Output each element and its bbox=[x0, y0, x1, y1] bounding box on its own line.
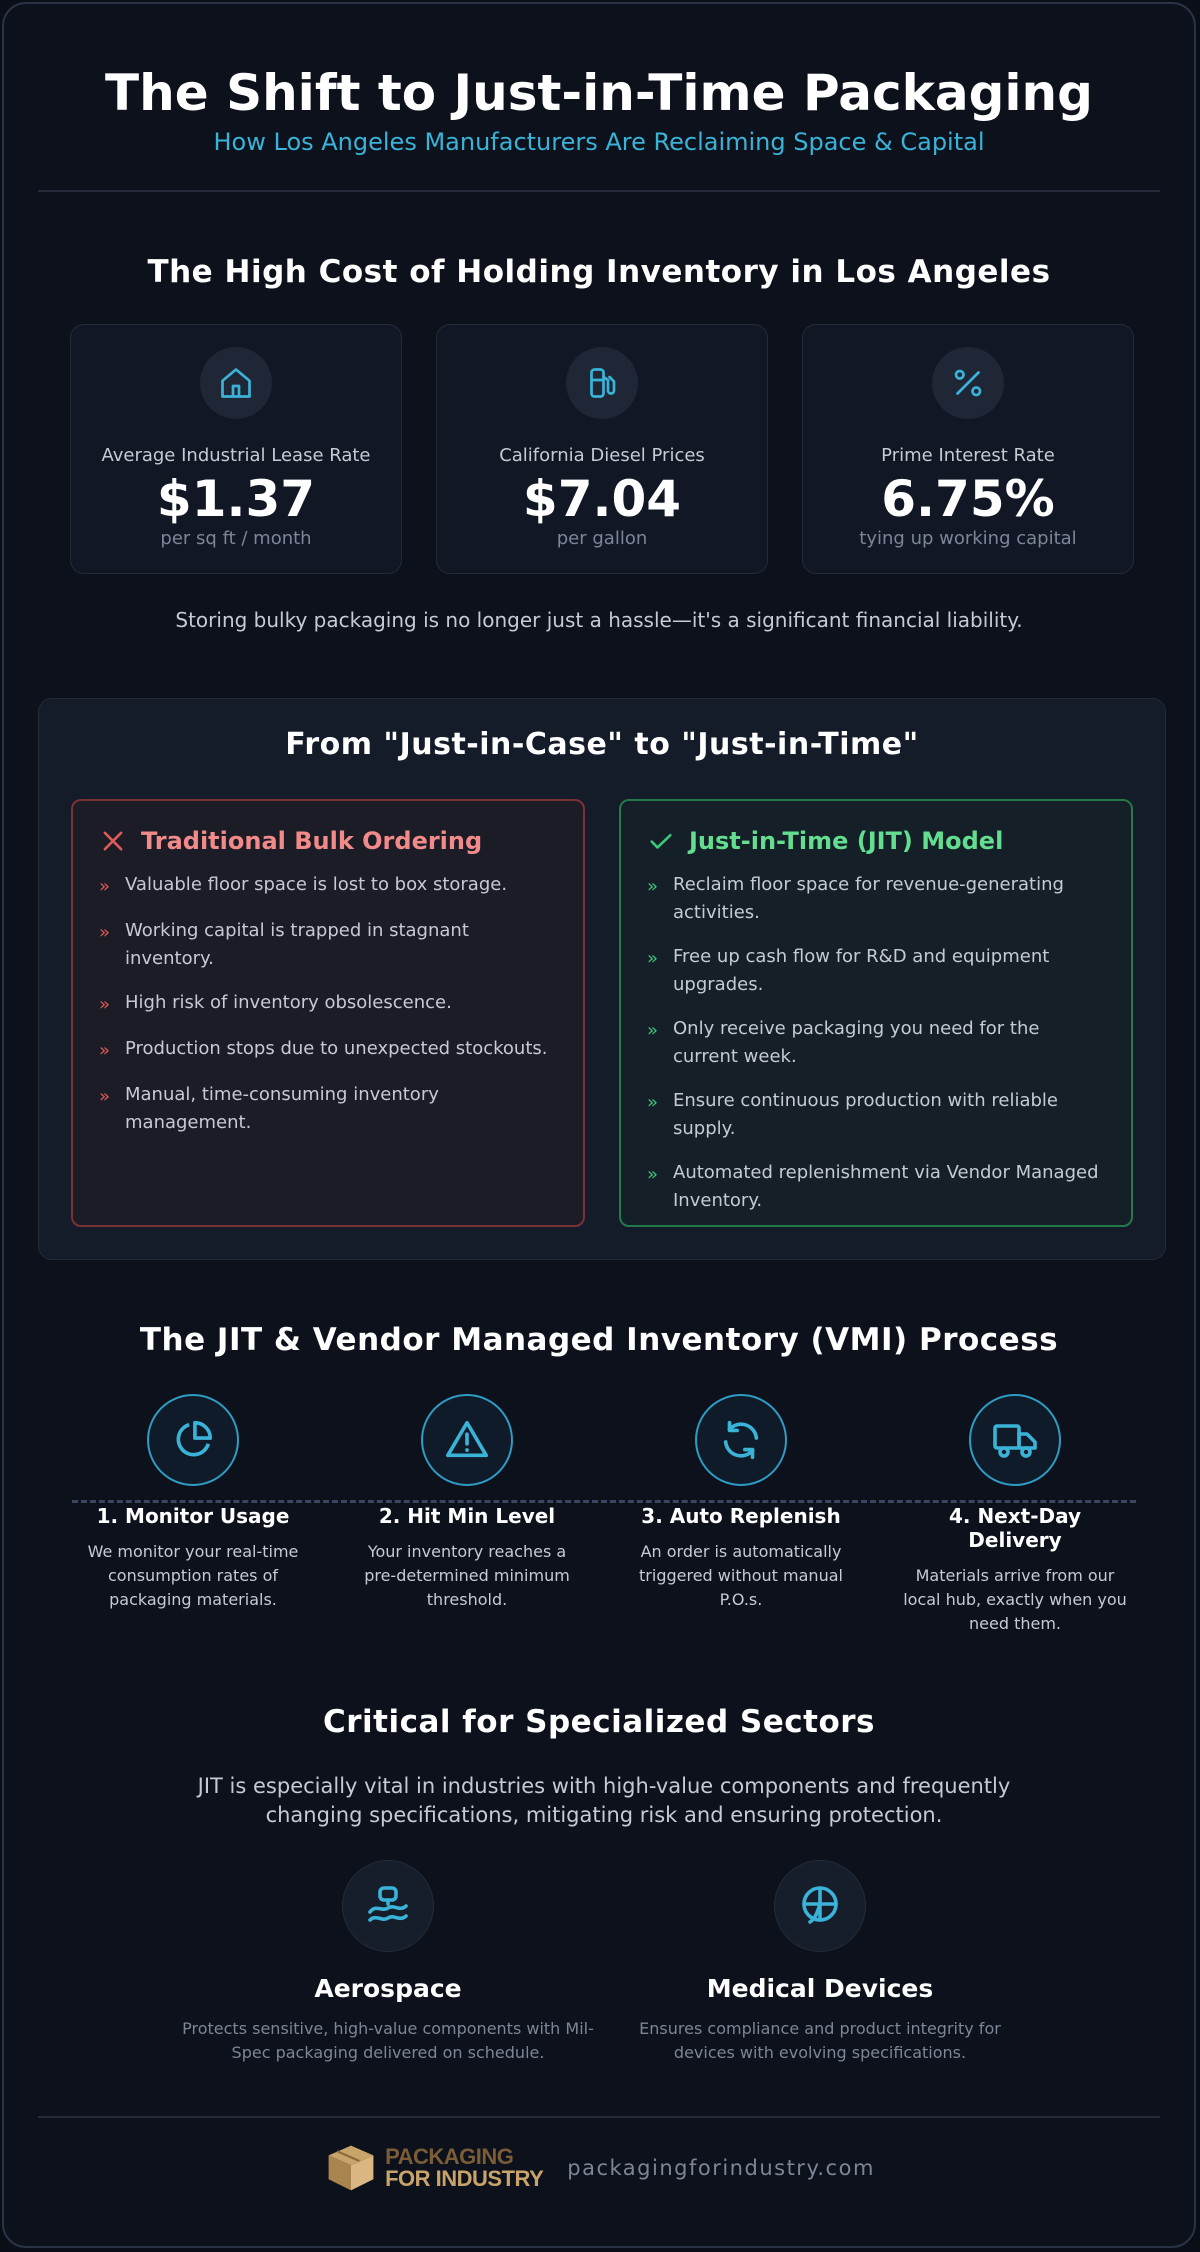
check-icon bbox=[647, 827, 675, 855]
step-title: 2. Hit Min Level bbox=[378, 1504, 556, 1528]
house-icon bbox=[200, 347, 272, 419]
sector-name: Aerospace bbox=[314, 1974, 462, 2003]
process-step-4: 4. Next-Day Delivery Materials arrive fr… bbox=[900, 1394, 1130, 1636]
footer-divider bbox=[38, 2116, 1160, 2118]
site-url[interactable]: packagingforindustry.com bbox=[567, 2156, 875, 2180]
step-desc: An order is automatically triggered with… bbox=[639, 1542, 843, 1609]
pie-chart-icon bbox=[147, 1394, 239, 1486]
list-item: »Valuable floor space is lost to box sto… bbox=[99, 874, 508, 897]
jit-column: Just-in-Time (JIT) Model »Reclaim floor … bbox=[619, 799, 1133, 1227]
box-logo-icon bbox=[328, 2145, 374, 2191]
jit-title: Just-in-Time (JIT) Model bbox=[689, 827, 1004, 855]
costs-heading: The High Cost of Holding Inventory in Lo… bbox=[147, 254, 1051, 290]
process-step-1: 1. Monitor Usage We monitor your real-ti… bbox=[78, 1394, 308, 1612]
list-item: »Free up cash flow for R&D and equipment… bbox=[647, 946, 1050, 995]
stat-label: California Diesel Prices bbox=[499, 445, 705, 466]
brand-line1: PACKAGING bbox=[385, 2144, 514, 2169]
stat-card-lease: Average Industrial Lease Rate $1.37 per … bbox=[70, 324, 402, 574]
list-item: »Ensure continuous production with relia… bbox=[647, 1090, 1058, 1139]
stat-value: $1.37 bbox=[156, 470, 316, 528]
stat-card-diesel: California Diesel Prices $7.04 per gallo… bbox=[436, 324, 768, 574]
list-item: »Production stops due to unexpected stoc… bbox=[99, 1038, 548, 1061]
list-item: »Only receive packaging you need for the… bbox=[647, 1018, 1040, 1067]
list-item: »Working capital is trapped in stagnant … bbox=[99, 920, 469, 969]
step-desc: We monitor your real-time consumption ra… bbox=[87, 1542, 299, 1609]
step-title: 4. Next-Day Delivery bbox=[948, 1504, 1082, 1552]
fuel-pump-icon bbox=[566, 347, 638, 419]
compare-heading: From "Just-in-Case" to "Just-in-Time" bbox=[285, 727, 919, 762]
sector-aerospace: Aerospace Protects sensitive, high-value… bbox=[178, 1860, 598, 2065]
list-item: »Manual, time-consuming inventory manage… bbox=[99, 1084, 439, 1133]
costs-note: Storing bulky packaging is no longer jus… bbox=[175, 608, 1023, 632]
sector-desc: Protects sensitive, high-value component… bbox=[182, 2019, 594, 2062]
divider bbox=[38, 190, 1160, 192]
brand-line2: FOR INDUSTRY bbox=[385, 2166, 544, 2191]
warning-icon bbox=[421, 1394, 513, 1486]
traditional-title: Traditional Bulk Ordering bbox=[141, 827, 483, 855]
step-desc: Materials arrive from our local hub, exa… bbox=[903, 1566, 1127, 1633]
sectors-intro: JIT is especially vital in industries wi… bbox=[197, 1774, 1011, 1827]
stat-label: Prime Interest Rate bbox=[881, 445, 1055, 466]
stat-label: Average Industrial Lease Rate bbox=[101, 445, 371, 466]
brand-logo: PACKAGING FOR INDUSTRY bbox=[323, 2142, 544, 2194]
step-title: 3. Auto Replenish bbox=[641, 1504, 841, 1528]
sector-medical: Medical Devices Ensures compliance and p… bbox=[610, 1860, 1030, 2065]
list-item: »Reclaim floor space for revenue-generat… bbox=[647, 874, 1064, 923]
sector-name: Medical Devices bbox=[706, 1974, 934, 2003]
medical-icon bbox=[774, 1860, 866, 1952]
comparison-panel: From "Just-in-Case" to "Just-in-Time" Tr… bbox=[38, 698, 1166, 1260]
x-icon bbox=[99, 827, 127, 855]
step-desc: Your inventory reaches a pre-determined … bbox=[364, 1542, 570, 1609]
page-title: The Shift to Just-in-Time Packaging bbox=[105, 64, 1093, 122]
refresh-icon bbox=[695, 1394, 787, 1486]
aerospace-icon bbox=[342, 1860, 434, 1952]
process-heading: The JIT & Vendor Managed Inventory (VMI)… bbox=[139, 1322, 1059, 1358]
stat-unit: tying up working capital bbox=[859, 528, 1077, 549]
list-item: »Automated replenishment via Vendor Mana… bbox=[647, 1162, 1099, 1211]
process-timeline bbox=[72, 1500, 1136, 1503]
page-subtitle: How Los Angeles Manufacturers Are Reclai… bbox=[213, 128, 985, 156]
sector-desc: Ensures compliance and product integrity… bbox=[639, 2019, 1001, 2062]
list-item: »High risk of inventory obsolescence. bbox=[99, 992, 452, 1015]
stat-unit: per sq ft / month bbox=[160, 528, 312, 549]
step-title: 1. Monitor Usage bbox=[96, 1504, 290, 1528]
stat-value: $7.04 bbox=[522, 470, 682, 528]
stat-unit: per gallon bbox=[556, 528, 648, 549]
footer: PACKAGING FOR INDUSTRY packagingforindus… bbox=[4, 2142, 1194, 2194]
stat-value: 6.75% bbox=[881, 470, 1055, 528]
sectors-heading: Critical for Specialized Sectors bbox=[322, 1704, 876, 1740]
process-step-2: 2. Hit Min Level Your inventory reaches … bbox=[352, 1394, 582, 1612]
stat-card-interest: Prime Interest Rate 6.75% tying up worki… bbox=[802, 324, 1134, 574]
percent-icon bbox=[932, 347, 1004, 419]
traditional-column: Traditional Bulk Ordering »Valuable floo… bbox=[71, 799, 585, 1227]
process-step-3: 3. Auto Replenish An order is automatica… bbox=[626, 1394, 856, 1612]
truck-icon bbox=[969, 1394, 1061, 1486]
